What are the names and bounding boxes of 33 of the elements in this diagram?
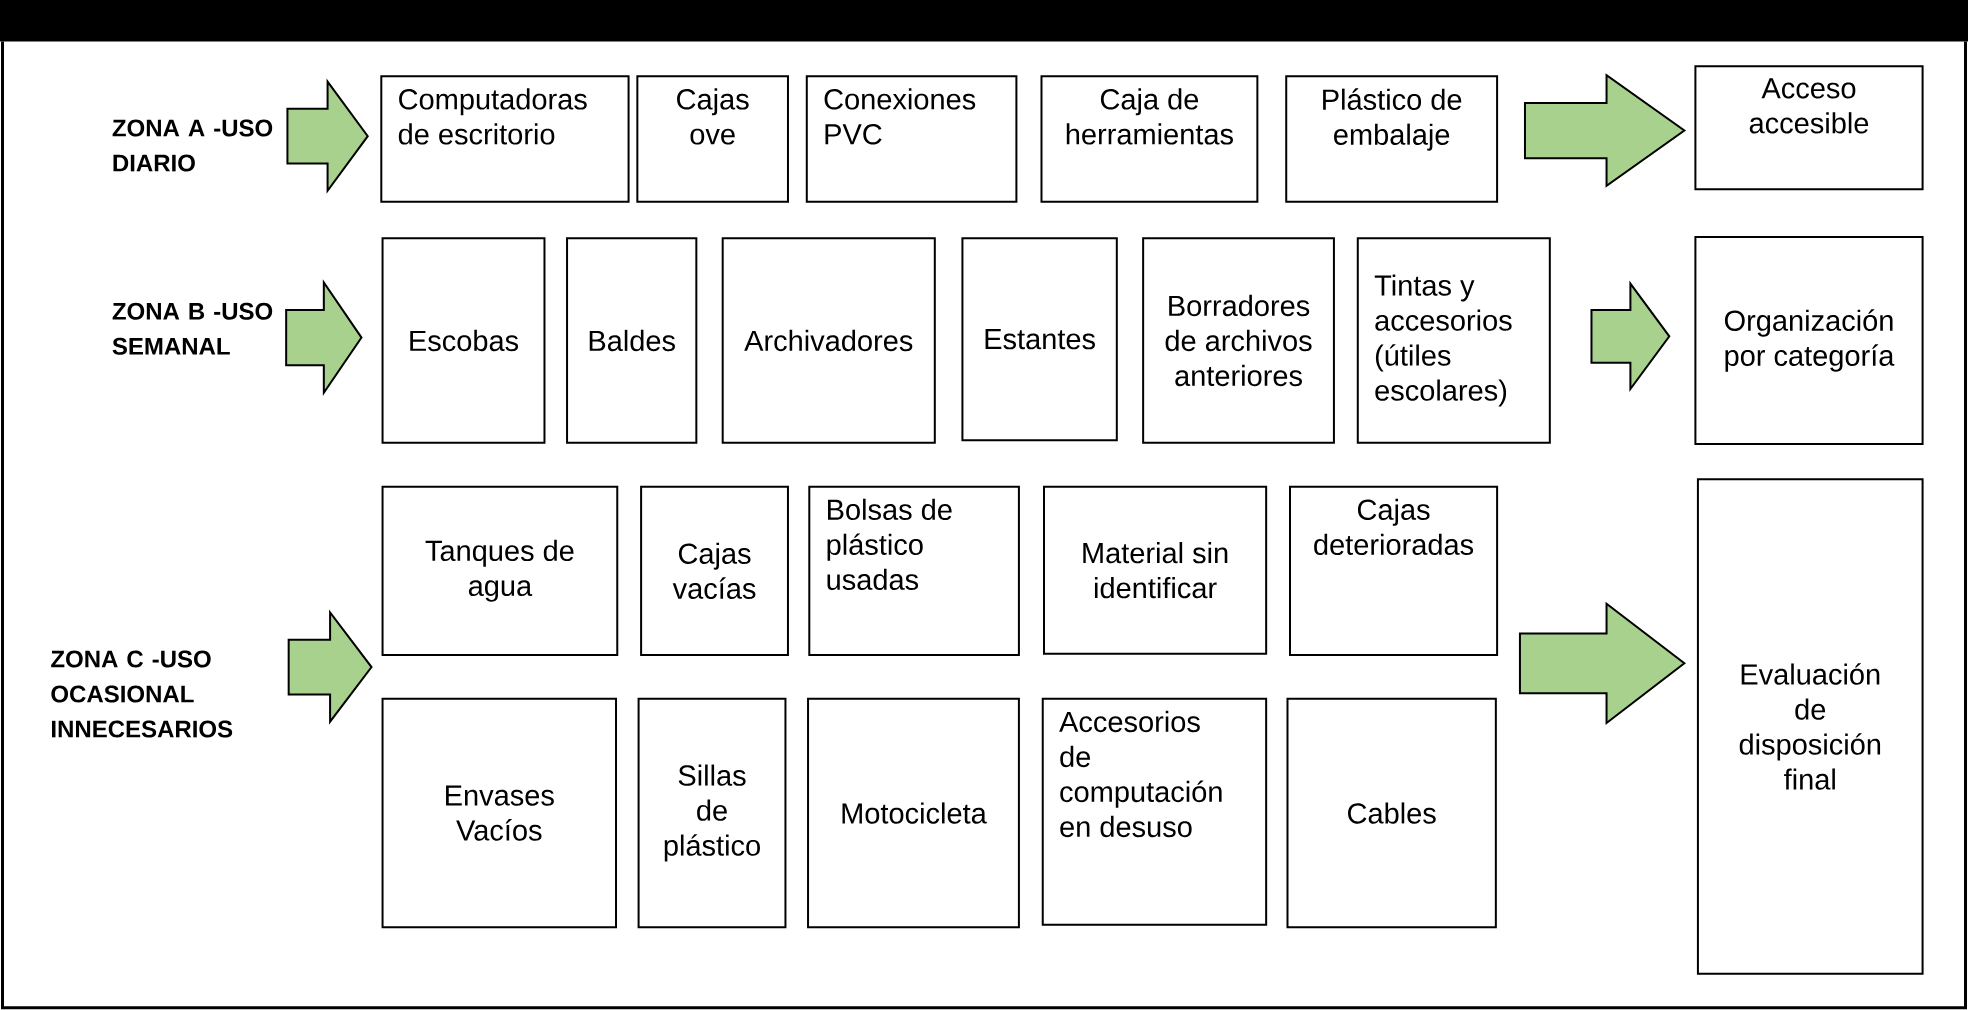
item-box: Tanques de agua — [381, 485, 619, 656]
item-box: Organización por categoría — [1694, 235, 1924, 446]
item-box: Motocicleta — [807, 697, 1020, 929]
item-box: Archivadores — [721, 237, 936, 444]
zone-label: ZONA A -USO DIARIO — [112, 119, 273, 172]
block-arrow — [286, 78, 369, 194]
item-box: Evaluación de disposición final — [1696, 478, 1924, 975]
block-arrow — [1518, 601, 1686, 725]
item-box: Accesorios de computación en desuso — [1041, 697, 1268, 926]
item-box: Sillas de plástico — [637, 697, 787, 929]
item-box: Baldes — [566, 237, 698, 444]
item-box: Cables — [1286, 697, 1497, 929]
item-box: Escobas — [381, 237, 546, 444]
item-box: Caja de herramientas — [1040, 75, 1259, 203]
item-box: Borradores de archivos anteriores — [1142, 237, 1335, 444]
item-box: Conexiones PVC — [805, 75, 1018, 203]
block-arrow — [1590, 280, 1671, 393]
item-box: Material sin identificar — [1043, 485, 1268, 655]
item-box: Bolsas de plástico usadas — [808, 485, 1020, 656]
zone-label: ZONA B -USO SEMANAL — [112, 302, 273, 355]
item-box: Computadoras de escritorio — [380, 75, 630, 203]
item-box: Envases Vacíos — [381, 697, 617, 929]
item-box: Cajas ove — [636, 75, 789, 203]
zone-label: ZONA C -USO OCASIONAL INNECESARIOS — [51, 650, 233, 738]
item-box: Acceso accesible — [1694, 65, 1924, 191]
item-box: Estantes — [961, 237, 1118, 442]
item-box: Cajas vacías — [640, 485, 789, 656]
block-arrow — [1523, 73, 1687, 188]
item-box: Plástico de embalaje — [1285, 75, 1499, 203]
item-box: Tintas y accesorios (útiles escolares) — [1356, 237, 1551, 444]
item-box: Cajas deterioradas — [1289, 485, 1499, 656]
block-arrow — [287, 609, 373, 725]
block-arrow — [285, 279, 363, 397]
